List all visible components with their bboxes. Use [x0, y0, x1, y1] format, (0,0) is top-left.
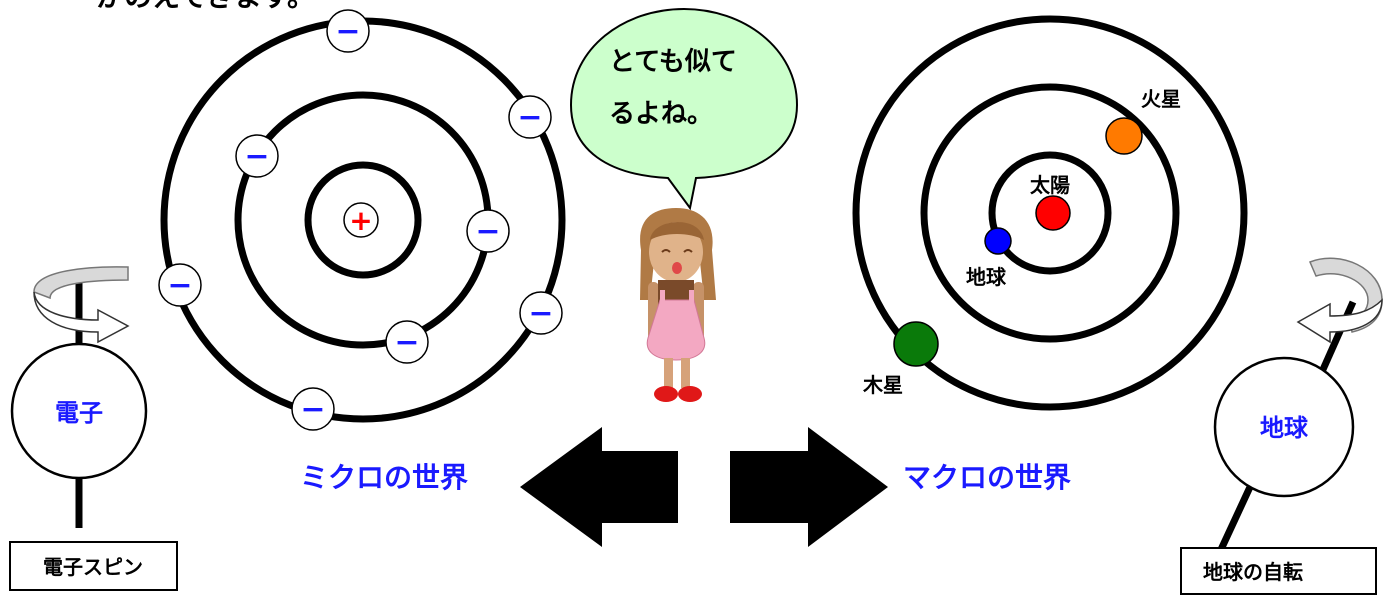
top-text: かのえてきます。	[96, 0, 315, 13]
macro-world-label: マクロの世界	[903, 461, 1071, 494]
sun	[1035, 195, 1071, 231]
mars-label: 火星	[1141, 87, 1181, 111]
sun-label: 太陽	[1030, 173, 1070, 197]
girl-figure-icon	[640, 208, 716, 402]
electron-spin-figure: 電子 電子スピン	[9, 266, 178, 591]
speech-bubble: とても似て るよね。	[569, 7, 799, 211]
jupiter	[893, 321, 939, 367]
earth-rotation-figure: 地球 地球の自転	[1180, 257, 1383, 595]
earth-circle	[1213, 356, 1355, 498]
solar-system-model: 太陽 地球 火星 木星	[852, 15, 1248, 411]
rotation-axis-bottom	[1214, 485, 1254, 558]
speech-text-line1: とても似て	[609, 47, 737, 77]
mars-orbit	[920, 83, 1180, 343]
electron: −	[466, 209, 510, 253]
inner-electron-shell	[304, 161, 422, 279]
arrow-right-icon	[730, 427, 888, 547]
electron: −	[519, 291, 563, 335]
earth-circle-label: 地球	[1260, 414, 1309, 442]
jupiter-label: 木星	[862, 373, 903, 397]
earth-rotation-label: 地球の自転	[1203, 560, 1303, 584]
electron-spin-box	[9, 541, 178, 591]
nucleus-plus-symbol: +	[349, 204, 372, 237]
electron-symbol: −	[528, 296, 553, 331]
electron-spin-label: 電子スピン	[43, 555, 143, 579]
nucleus-circle	[343, 202, 379, 238]
electron: −	[158, 263, 202, 307]
rotation-arrow-icon	[1296, 257, 1383, 344]
rotation-arrow-icon	[33, 266, 130, 344]
earth-label: 地球	[966, 265, 1007, 289]
electron: −	[508, 95, 552, 139]
micro-world-label: ミクロの世界	[300, 461, 468, 494]
electron-circle	[10, 342, 148, 480]
rotation-axis-top	[1317, 300, 1357, 376]
electron-symbol: −	[167, 268, 192, 303]
electron-symbol: −	[244, 139, 269, 174]
electron: −	[235, 134, 279, 178]
electron-symbol: −	[517, 100, 542, 135]
electron-symbol: −	[335, 14, 360, 49]
electron: −	[385, 320, 429, 364]
earth-rotation-box	[1180, 547, 1377, 595]
electron: −	[291, 387, 335, 431]
nucleus: +	[343, 202, 379, 238]
earth	[984, 227, 1012, 255]
electron-circle-label: 電子	[55, 399, 103, 427]
arrow-left-icon	[520, 427, 678, 547]
atom-model: + − − − − − − − −	[158, 9, 566, 431]
mars	[1105, 117, 1143, 155]
electron-symbol: −	[475, 214, 500, 249]
jupiter-orbit	[852, 15, 1248, 411]
speech-text-line2: るよね。	[609, 99, 713, 129]
electron-symbol: −	[394, 325, 419, 360]
electron-symbol: −	[300, 392, 325, 427]
earth-orbit	[988, 151, 1112, 275]
electron: −	[326, 9, 370, 53]
